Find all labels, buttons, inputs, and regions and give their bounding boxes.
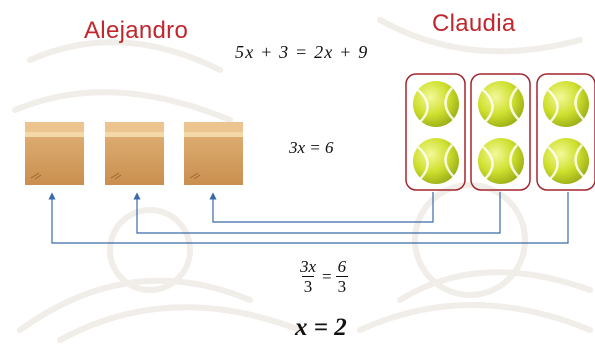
- tennis-ball-icon: [413, 138, 459, 184]
- result-equation: x = 2: [295, 314, 347, 341]
- tennis-ball-icon: [478, 138, 524, 184]
- tennis-ball-icon: [478, 81, 524, 127]
- cardboard-box-icon: [25, 122, 84, 185]
- left-fraction: 3x 3: [298, 257, 318, 296]
- original-equation: 5x + 3 = 2x + 9: [235, 42, 369, 62]
- right-fraction: 6 3: [335, 257, 349, 296]
- connector-line-3: [209, 192, 434, 223]
- division-equation: 3x 3 = 6 3: [298, 257, 349, 296]
- claudia-label: Claudia: [432, 10, 516, 37]
- alejandro-label: Alejandro: [84, 17, 189, 44]
- cardboard-box-icon: [105, 122, 164, 185]
- simplified-equation: 3x = 6: [289, 138, 334, 157]
- connector-line-1: [48, 192, 569, 244]
- equals-sign: =: [322, 266, 332, 286]
- ball-group-3: [536, 73, 595, 191]
- connector-line-2: [133, 192, 501, 234]
- tennis-ball-icon: [543, 138, 589, 184]
- right-numerator: 6: [337, 257, 347, 276]
- tennis-ball-icon: [543, 81, 589, 127]
- tennis-ball-icon: [413, 81, 459, 127]
- ball-group-1: [405, 73, 466, 191]
- ball-group-2: [470, 73, 531, 191]
- left-numerator: 3x: [300, 257, 317, 276]
- right-denominator: 3: [335, 276, 349, 296]
- left-denominator: 3: [301, 276, 315, 296]
- cardboard-box-icon: [184, 122, 243, 185]
